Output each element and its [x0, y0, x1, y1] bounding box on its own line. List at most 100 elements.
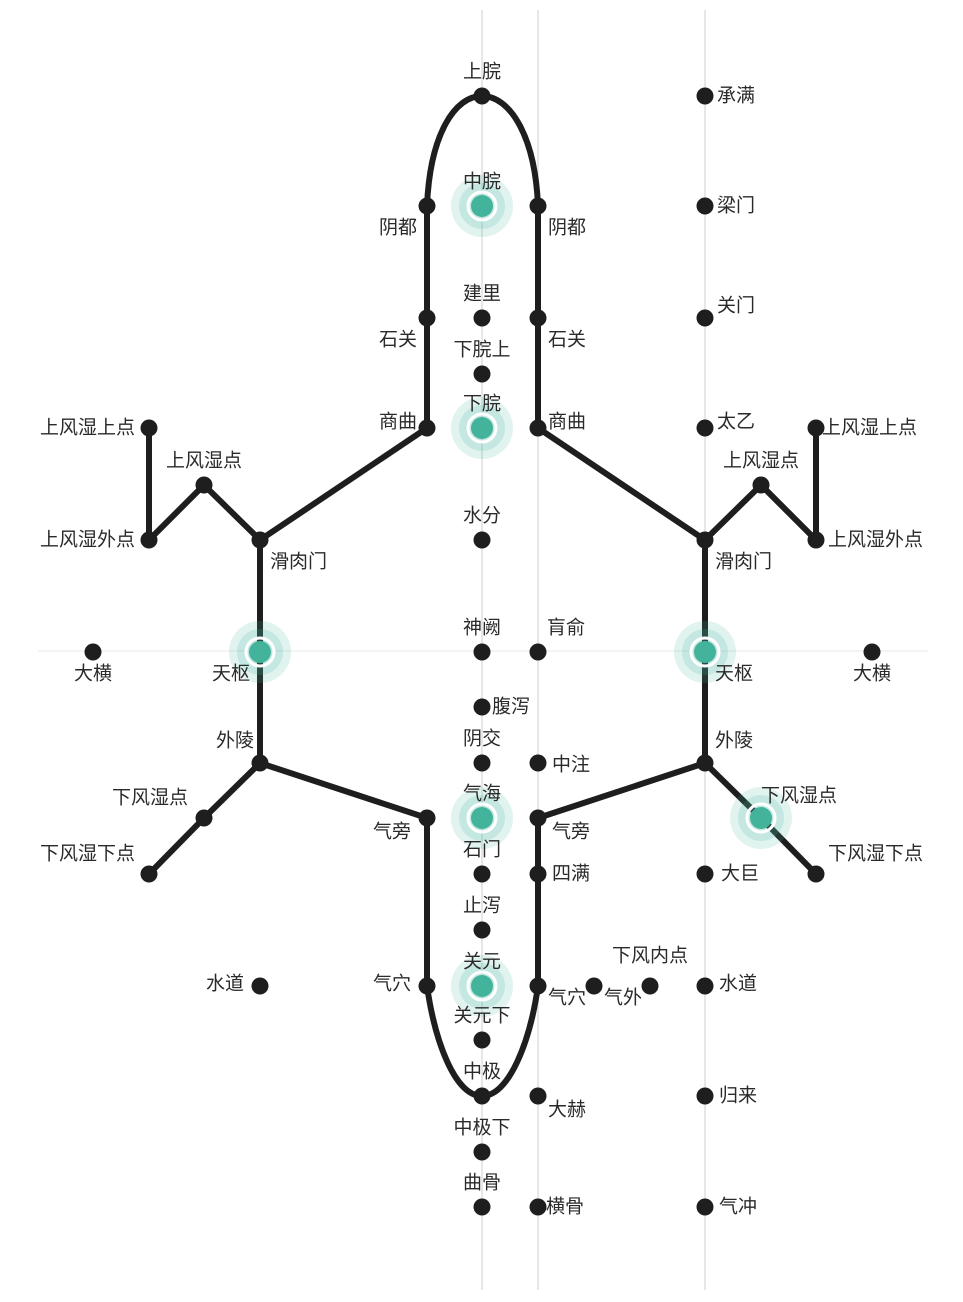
label-qipang-r: 气旁 — [552, 821, 590, 843]
acupoint-xiafengshixiadian-l — [140, 865, 158, 883]
label-tianshu-r: 天枢 — [715, 663, 753, 685]
acupoint-shangfengshiwaidian-l — [140, 531, 158, 549]
label-xiafengshixiadian-l: 下风湿下点 — [40, 843, 135, 865]
label-yindu-l: 阴都 — [379, 217, 417, 239]
highlight-ring — [466, 802, 498, 834]
label-shuifen: 水分 — [463, 505, 501, 527]
label-wailing-l: 外陵 — [216, 730, 254, 752]
label-fuxie: 腹泻 — [492, 696, 530, 718]
highlight-zhongwan — [451, 175, 513, 237]
acupoint-qipang-l — [418, 809, 436, 827]
label-shuidao-r: 水道 — [719, 973, 757, 995]
label-layer: 上脘中脘建里下脘上下脘水分神阙腹泻阴交气海石门止泻关元关元下中极中极下曲骨阴都石… — [40, 61, 923, 1218]
label-zhongzhu: 中注 — [552, 754, 590, 776]
acupoint-daheng-r — [863, 643, 881, 661]
label-huaroumen-r: 滑肉门 — [715, 551, 772, 573]
acupoint-qichong — [696, 1198, 714, 1216]
label-huaroumen-l: 滑肉门 — [270, 551, 327, 573]
acupoint-shimen — [473, 865, 491, 883]
acupoint-chengman — [696, 87, 714, 105]
highlight-ring — [244, 636, 276, 668]
highlight-core — [750, 807, 772, 829]
label-shangfengshiwaidian-l: 上风湿外点 — [40, 529, 135, 551]
acupoint-xiawanshang — [473, 365, 491, 383]
label-shangqu-l: 商曲 — [379, 411, 417, 433]
label-xiafengneidian: 下风内点 — [612, 945, 688, 967]
label-shangwan: 上脘 — [463, 61, 501, 83]
label-liangmen: 梁门 — [717, 195, 755, 217]
acupoint-layer — [84, 87, 881, 1216]
highlight-guanyuan — [451, 955, 513, 1017]
label-zhongji: 中极 — [463, 1061, 501, 1083]
label-qichong: 气冲 — [719, 1196, 757, 1218]
label-shiguan-l: 石关 — [379, 329, 417, 351]
acupoint-jianli — [473, 309, 491, 327]
highlight-xiafengshidian-r — [730, 787, 792, 849]
label-taiyi: 太乙 — [717, 411, 755, 433]
highlight-qihai — [451, 787, 513, 849]
acupoint-shuidao-l — [251, 977, 269, 995]
highlight-ring — [466, 190, 498, 222]
highlight-ring — [745, 802, 777, 834]
acupoint-shiguan-l — [418, 309, 436, 327]
label-shangfengshiwaidian-r: 上风湿外点 — [828, 529, 923, 551]
acupoint-shangfengshishangdian-r — [807, 419, 825, 437]
acupoint-xiafengshidian-l — [195, 809, 213, 827]
label-qihai: 气海 — [463, 783, 501, 805]
label-qipang-l: 气旁 — [373, 821, 411, 843]
highlight-core — [471, 807, 493, 829]
highlight-core — [471, 417, 493, 439]
label-shimen: 石门 — [463, 839, 501, 861]
acupoint-shangfengshidian-l — [195, 476, 213, 494]
highlight-core — [471, 975, 493, 997]
acupoint-huaroumen-r — [696, 531, 714, 549]
label-huangshu: 肓俞 — [547, 617, 585, 639]
acupoint-dahe — [529, 1087, 547, 1105]
acupoint-xiafengneidian — [641, 977, 659, 995]
label-qiwai: 气外 — [604, 987, 642, 1009]
acupoint-zhongzhu — [529, 754, 547, 772]
highlight-ring — [466, 970, 498, 1002]
acupoint-yinjiao — [473, 754, 491, 772]
label-yindu-r: 阴都 — [548, 217, 586, 239]
label-henggu: 横骨 — [546, 1196, 584, 1218]
label-daju: 大巨 — [721, 863, 759, 885]
label-wailing-r: 外陵 — [715, 730, 753, 752]
acupoint-shangfengshiwaidian-r — [807, 531, 825, 549]
acupoint-shuidao-r — [696, 977, 714, 995]
acupoint-guanyuanxia — [473, 1031, 491, 1049]
label-daheng-l: 大横 — [74, 663, 112, 685]
label-xiafengshidian-l: 下风湿点 — [112, 787, 188, 809]
label-simang: 四满 — [552, 863, 590, 885]
acupoint-zhongji — [473, 1087, 491, 1105]
label-guilai: 归来 — [719, 1085, 757, 1107]
label-shangfengshidian-l: 上风湿点 — [166, 450, 242, 472]
label-shangqu-r: 商曲 — [548, 411, 586, 433]
acupoint-zhixie — [473, 921, 491, 939]
highlight-ring — [689, 636, 721, 668]
label-shangfengshidian-r: 上风湿点 — [723, 450, 799, 472]
label-tianshu-l: 天枢 — [212, 663, 250, 685]
label-qixue-r: 气穴 — [548, 987, 586, 1009]
acupoint-guilai — [696, 1087, 714, 1105]
label-zhongjixia: 中极下 — [453, 1117, 510, 1139]
acupoint-qixue-l — [418, 977, 436, 995]
label-xiafengshixiadian-r: 下风湿下点 — [828, 843, 923, 865]
highlight-core — [471, 195, 493, 217]
acupoint-taiyi — [696, 419, 714, 437]
acupoint-xiafengshixiadian-r — [807, 865, 825, 883]
acupoint-qiwai — [585, 977, 603, 995]
label-shangfengshishangdian-r: 上风湿上点 — [822, 417, 917, 439]
label-shenque: 神阙 — [463, 617, 501, 639]
acupoint-qipang-r — [529, 809, 547, 827]
acupoint-daju — [696, 865, 714, 883]
acupoint-daheng-l — [84, 643, 102, 661]
label-zhixie: 止泻 — [463, 895, 501, 917]
label-guanyuan: 关元 — [463, 951, 501, 973]
acupoint-shangfengshishangdian-l — [140, 419, 158, 437]
label-shiguan-r: 石关 — [548, 329, 586, 351]
label-guanyuanxia: 关元下 — [453, 1005, 510, 1027]
highlight-xiawan — [451, 397, 513, 459]
